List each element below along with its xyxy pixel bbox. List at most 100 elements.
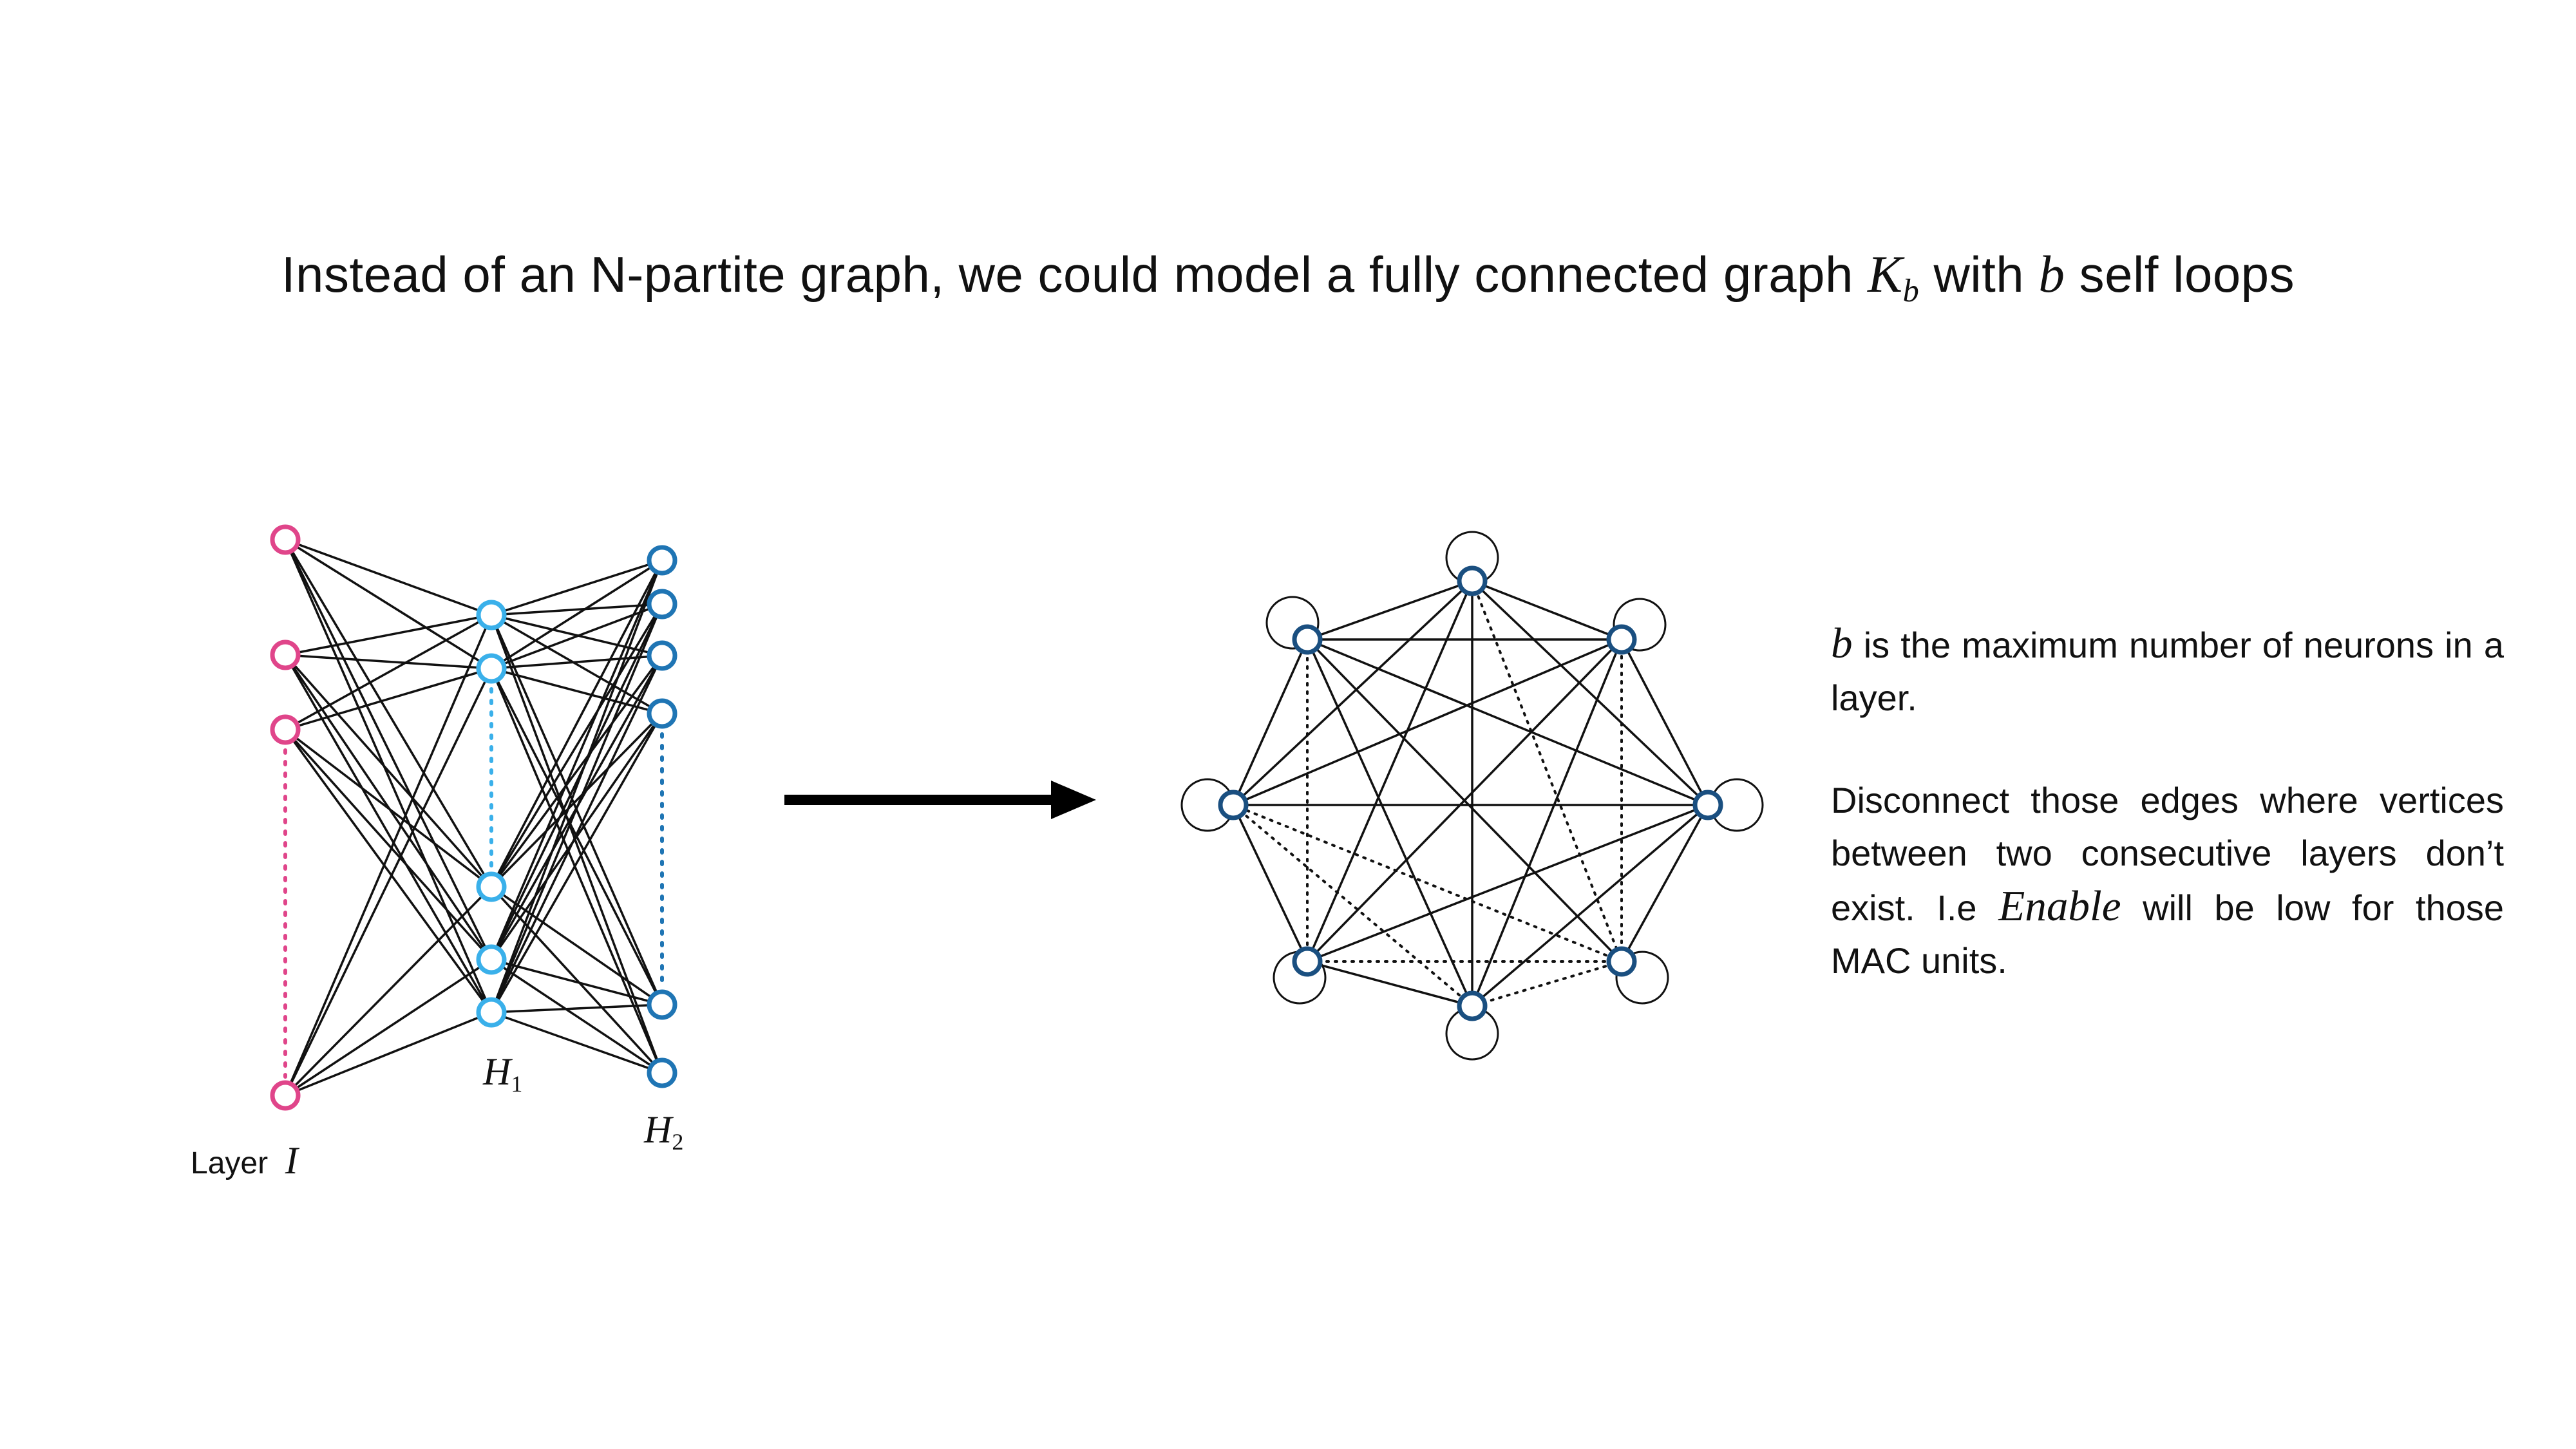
layer-h1-node-2 [476, 871, 507, 902]
complete-node-6 [1218, 790, 1249, 820]
bipartite-edge-44 [490, 560, 663, 1013]
n-partite-edges [284, 538, 663, 1097]
disabled-edge-3-6 [1232, 804, 1623, 963]
complete-edge-1-6 [1233, 638, 1622, 806]
bipartite-edge-16 [284, 668, 493, 1096]
bipartite-edge-7 [284, 654, 493, 888]
bipartite-edge-34 [490, 654, 663, 888]
complete-node-2 [1692, 790, 1723, 820]
bipartite-edge-45 [490, 603, 663, 1013]
complete-node-7 [1292, 624, 1323, 655]
math-b: b [2038, 245, 2065, 303]
complete-edge-0-7 [1307, 580, 1473, 641]
bipartite-edge-38 [490, 560, 663, 960]
layer-h2-node-4 [647, 989, 677, 1020]
bipartite-edge-11 [285, 667, 492, 731]
complete-node-4 [1457, 990, 1488, 1021]
n-partite-graph [270, 524, 677, 1111]
bipartite-edge-12 [284, 728, 493, 888]
disabled-edge-3-4 [1471, 960, 1623, 1007]
complete-node-5 [1292, 946, 1323, 977]
bipartite-edge-42 [491, 958, 663, 1006]
bipartite-edge-19 [285, 1011, 492, 1097]
complete-edge-4-7 [1306, 639, 1473, 1007]
bipartite-edge-3 [284, 539, 493, 960]
bipartite-edge-39 [490, 603, 663, 960]
bipartite-edge-46 [490, 655, 663, 1013]
bipartite-edge-36 [491, 886, 663, 1006]
description-paragraph-1: b is the maximum number of neurons in a … [1831, 619, 2504, 718]
bipartite-edge-10 [285, 614, 492, 731]
complete-graph-edges [1232, 580, 1709, 1007]
complete-edge-2-4 [1471, 804, 1709, 1007]
complete-edge-2-3 [1620, 804, 1709, 962]
bipartite-edge-0 [285, 538, 492, 616]
bipartite-edge-4 [284, 539, 493, 1013]
bipartite-edge-9 [284, 654, 493, 1013]
complete-edge-3-7 [1306, 638, 1623, 963]
bipartite-edge-5 [285, 614, 492, 656]
complete-node-0 [1457, 565, 1488, 596]
layer-h2-node-5 [647, 1057, 677, 1088]
bipartite-edge-32 [490, 560, 663, 887]
bipartite-edge-18 [285, 958, 492, 1097]
disabled-edge-4-6 [1232, 804, 1473, 1007]
bipartite-edge-20 [491, 559, 663, 616]
bipartite-edge-28 [491, 654, 663, 670]
complete-edge-5-6 [1232, 804, 1309, 962]
layer-i-node-0 [270, 524, 301, 555]
layer-i-node-1 [270, 639, 301, 670]
bipartite-edge-2 [284, 539, 493, 887]
layer-i-node-2 [270, 714, 301, 745]
complete-edge-0-6 [1232, 580, 1473, 806]
layer-h2-node-1 [647, 589, 677, 620]
complete-edge-2-7 [1307, 638, 1709, 806]
complete-node-1 [1606, 624, 1637, 655]
bipartite-edge-14 [284, 728, 493, 1014]
bipartite-edge-6 [285, 654, 492, 670]
bipartite-edge-21 [491, 603, 663, 616]
transform-arrow [784, 781, 1096, 819]
complete-edge-2-5 [1307, 804, 1709, 963]
self-loop-7 [1265, 596, 1320, 650]
complete-edge-4-5 [1307, 960, 1473, 1007]
bipartite-edge-17 [284, 886, 493, 1097]
h2-label: H2 [644, 1108, 684, 1155]
bipartite-edge-35 [490, 712, 663, 888]
complete-edge-0-5 [1306, 580, 1473, 962]
n-partite-dotted-ellipsis [283, 687, 664, 1079]
layer-h1-node-3 [476, 944, 507, 975]
math-k-b: Kb [1868, 245, 1920, 309]
complete-node-3 [1606, 946, 1637, 977]
layer-h1-node-4 [476, 997, 507, 1028]
layer-h2-node-3 [647, 698, 677, 729]
self-loop-3 [1615, 951, 1669, 1005]
math-enable: Enable [1998, 882, 2121, 930]
complete-graph-nodes [1218, 565, 1723, 1021]
bipartite-edge-26 [491, 559, 663, 670]
bipartite-edge-48 [491, 1003, 663, 1014]
bipartite-edge-47 [490, 713, 663, 1013]
complete-edge-0-2 [1471, 580, 1709, 806]
slide-title: Instead of an N-partite graph, we could … [281, 245, 2295, 309]
bipartite-edge-23 [491, 614, 663, 715]
layer-i-label: Layer I [191, 1139, 298, 1182]
disabled-edge-0-3 [1471, 580, 1623, 963]
layer-h1-node-0 [476, 600, 507, 630]
arrow-head [1051, 781, 1096, 819]
description-paragraph-2: Disconnect those edges where vertices be… [1831, 780, 2505, 981]
bipartite-edge-49 [491, 1011, 663, 1074]
complete-graph-kb [1180, 531, 1764, 1061]
bipartite-edge-13 [284, 728, 493, 961]
bipartite-edge-33 [490, 603, 663, 887]
bipartite-edge-43 [491, 958, 663, 1074]
complete-edge-6-7 [1232, 639, 1309, 806]
complete-edge-1-4 [1471, 639, 1623, 1007]
bipartite-edge-15 [284, 614, 493, 1096]
self-loop-1 [1613, 598, 1667, 652]
n-partite-nodes [270, 524, 677, 1111]
complete-edge-0-1 [1472, 580, 1622, 641]
bipartite-edge-1 [285, 538, 492, 670]
complete-edge-1-2 [1620, 639, 1709, 806]
